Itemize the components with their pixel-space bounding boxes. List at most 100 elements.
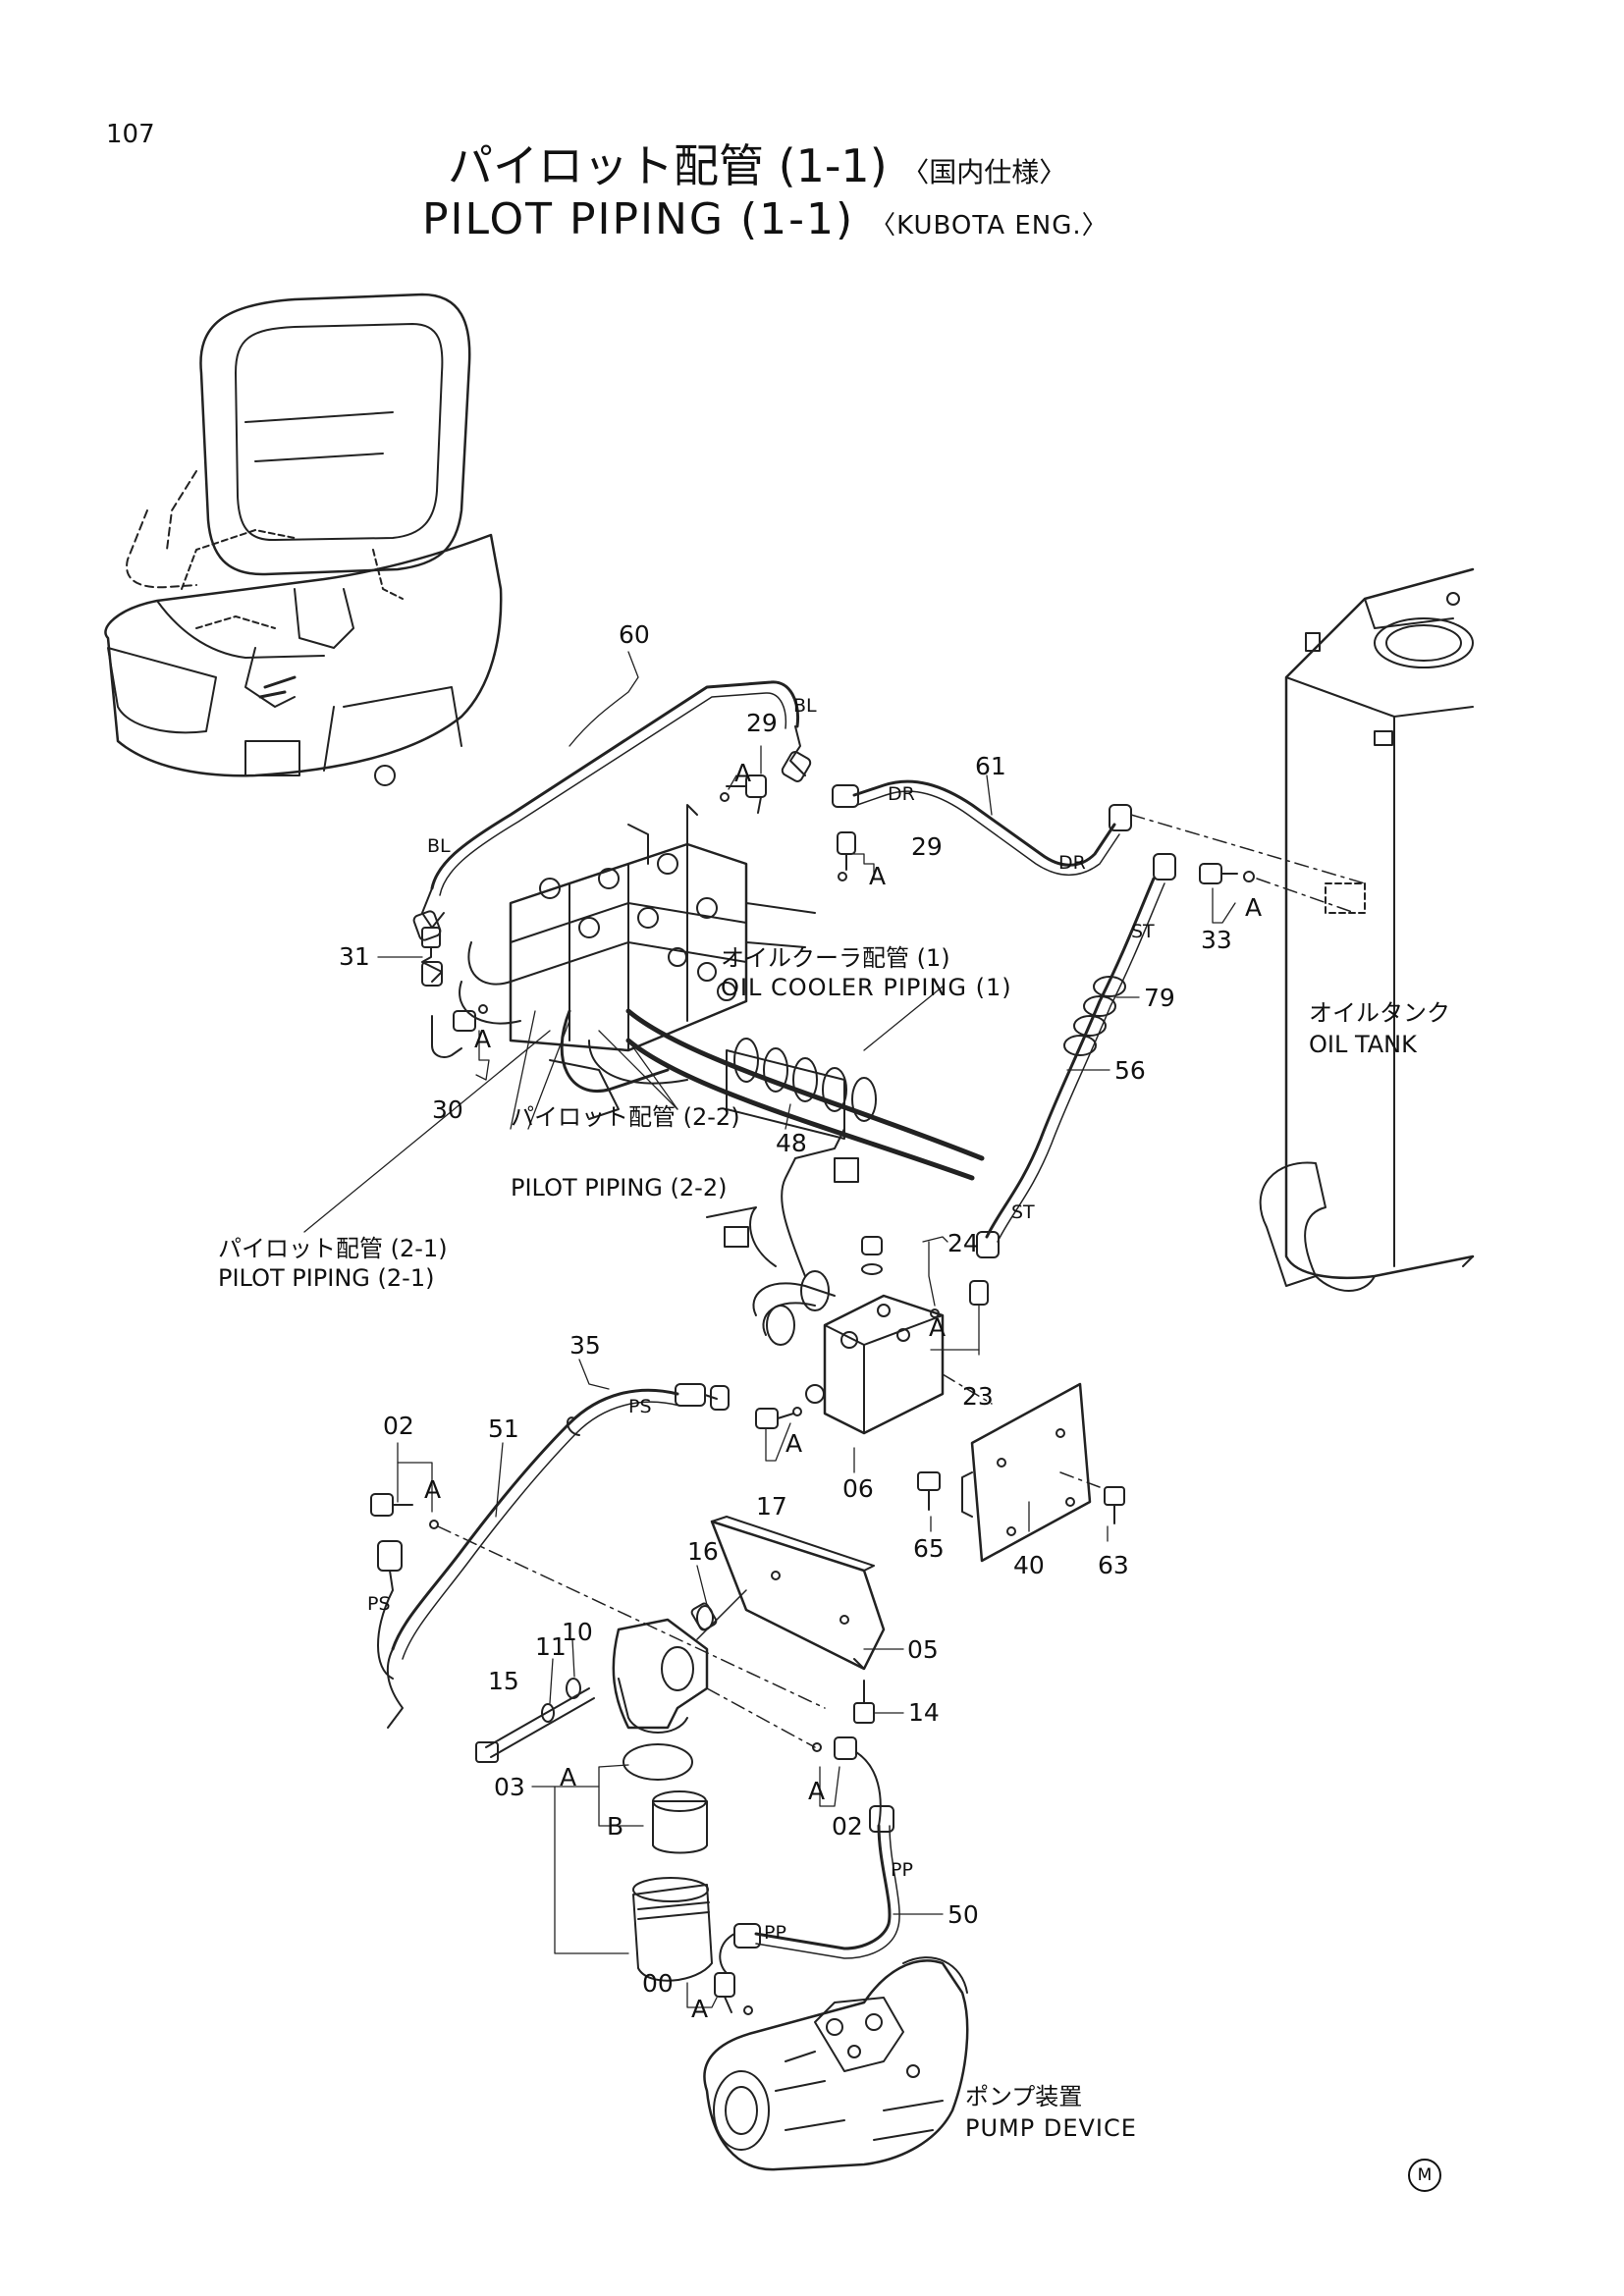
- fitting-23: [930, 1280, 989, 1318]
- title-jp-main: パイロット配管 (1-1): [448, 139, 888, 192]
- hose-50: [719, 1805, 900, 1974]
- part-number-29-upper: 29: [746, 709, 778, 737]
- fitting-29-lower: [837, 831, 856, 881]
- part-number-33: 33: [1201, 926, 1232, 954]
- washer-11: [541, 1703, 555, 1723]
- group-letter-a-33: A: [1245, 893, 1263, 922]
- group-letter-a-29-lower: A: [869, 862, 887, 890]
- bolt-65: [917, 1471, 941, 1511]
- pilot-piping-2-1-label-jp: パイロット配管 (2-1): [218, 1235, 448, 1262]
- group-letter-a-17: A: [785, 1429, 803, 1458]
- part-number-02-lower: 02: [832, 1812, 863, 1841]
- hose-tag-st-lower: ST: [1011, 1201, 1035, 1223]
- plate-40: [961, 1382, 1101, 1563]
- fitting-02-lower: [812, 1736, 882, 1827]
- part-number-60: 60: [619, 620, 650, 649]
- part-number-35: 35: [569, 1331, 601, 1360]
- page-title-english: PILOT PIPING (1-1) 〈KUBOTA ENG.〉: [422, 198, 1109, 241]
- hose-tag-dr-right: DR: [1058, 852, 1086, 874]
- part-number-00: 00: [642, 1969, 674, 1998]
- part-number-03: 03: [494, 1773, 525, 1801]
- hose-tag-bl-upper: BL: [793, 695, 817, 717]
- part-number-61: 61: [975, 752, 1006, 780]
- part-number-79: 79: [1144, 984, 1175, 1012]
- hose-56: [976, 853, 1176, 1258]
- oil-tank-label-en: OIL TANK: [1309, 1031, 1417, 1058]
- pilot-piping-2-2-label-en: PILOT PIPING (2-2): [511, 1174, 728, 1201]
- part-number-16: 16: [687, 1537, 719, 1566]
- pump-device-label-jp: ポンプ装置: [965, 2083, 1083, 2110]
- hose-51: [377, 1383, 730, 1729]
- pump-device-label-en: PUMP DEVICE: [965, 2114, 1137, 2142]
- part-number-02-upper: 02: [383, 1412, 414, 1440]
- washer-10: [566, 1678, 581, 1699]
- group-letter-a-30: A: [474, 1025, 492, 1053]
- part-number-63: 63: [1098, 1551, 1129, 1579]
- hose-tag-st-upper: ST: [1131, 921, 1155, 942]
- oil-cooler-label-en: OIL COOLER PIPING (1): [721, 974, 1012, 1001]
- fitting-30: [431, 1004, 488, 1058]
- hose-tag-pp-left: PP: [764, 1922, 786, 1944]
- part-number-65: 65: [913, 1534, 945, 1563]
- part-number-14: 14: [908, 1698, 940, 1727]
- group-letter-a-02-upper: A: [424, 1475, 442, 1504]
- pilot-piping-2-2-label-jp: パイロット配管 (2-2): [511, 1103, 740, 1131]
- solenoid-valve-block-06: [706, 1128, 993, 1435]
- centerline: [706, 1687, 816, 1748]
- group-letter-a-29-upper: A: [734, 759, 752, 787]
- part-number-23: 23: [962, 1382, 994, 1411]
- part-number-40: 40: [1013, 1551, 1045, 1579]
- part-number-56: 56: [1114, 1056, 1146, 1085]
- group-letter-a-00: A: [691, 1995, 709, 2023]
- group-letter-a-02-lower: A: [808, 1777, 826, 1805]
- part-number-06: 06: [842, 1474, 874, 1503]
- fitting-31: [421, 927, 443, 987]
- part-number-30: 30: [432, 1095, 463, 1124]
- fitting-00: [714, 1972, 753, 2015]
- pilot-piping-2-1-label-en: PILOT PIPING (2-1): [218, 1264, 435, 1292]
- title-en-main: PILOT PIPING (1-1): [422, 194, 855, 244]
- hose-60: [412, 680, 812, 941]
- excavator-overview-illustration: [104, 293, 503, 786]
- part-number-05: 05: [907, 1635, 939, 1664]
- oil-tank-illustration: [1259, 567, 1475, 1292]
- fitting-17: [755, 1407, 802, 1429]
- part-number-15: 15: [488, 1667, 519, 1695]
- fitting-02-upper: [370, 1493, 826, 1709]
- group-letter-a-23: A: [929, 1313, 947, 1342]
- part-number-51: 51: [488, 1415, 519, 1443]
- oil-cooler-label-jp: オイルクーラ配管 (1): [721, 944, 950, 972]
- part-number-11: 11: [535, 1632, 567, 1661]
- part-number-50: 50: [947, 1900, 979, 1929]
- hose-tag-bl-lower: BL: [427, 835, 451, 857]
- fitting-33: [1199, 863, 1366, 914]
- group-letter-a-03: A: [560, 1763, 577, 1791]
- part-number-10: 10: [562, 1618, 593, 1646]
- hose-61: [832, 779, 1366, 884]
- leader-lines: [303, 651, 1236, 2008]
- part-number-29-lower: 29: [911, 832, 943, 861]
- control-valve-illustration: [459, 804, 985, 1181]
- corner-mark: M: [1408, 2159, 1441, 2192]
- title-en-subtitle: 〈KUBOTA ENG.〉: [870, 211, 1109, 240]
- title-jp-subtitle: 〈国内仕様〉: [901, 156, 1067, 188]
- part-number-48: 48: [776, 1129, 807, 1157]
- hose-tag-ps-upper: PS: [628, 1396, 652, 1417]
- plug-24: [861, 1236, 883, 1275]
- hose-tag-pp-right: PP: [891, 1859, 913, 1881]
- part-number-24: 24: [947, 1229, 979, 1257]
- hose-tag-ps-lower: PS: [367, 1593, 391, 1615]
- bracket-05: [710, 1516, 886, 1671]
- bolt-15: [475, 1687, 595, 1763]
- bolt-14: [853, 1680, 875, 1724]
- page-number: 107: [106, 120, 155, 149]
- group-letter-b-03: B: [607, 1812, 624, 1841]
- hose-tag-dr-left: DR: [888, 783, 915, 805]
- collar-16: [696, 1605, 714, 1630]
- part-number-31: 31: [339, 942, 370, 971]
- oil-tank-label-jp: オイルタンク: [1309, 999, 1450, 1027]
- line-filter-assembly: [612, 1589, 747, 1982]
- page-title-japanese: パイロット配管 (1-1) 〈国内仕様〉: [448, 143, 1066, 188]
